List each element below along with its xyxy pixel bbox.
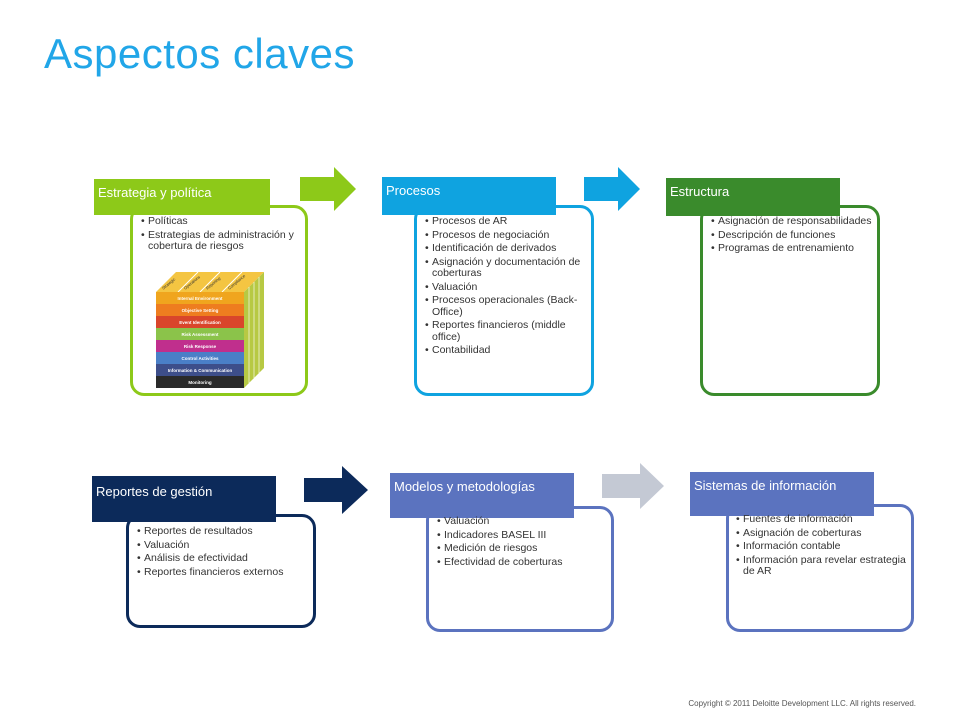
list-item: Asignación de coberturas — [736, 527, 908, 540]
tab-estrategia-label: Estrategia y política — [98, 185, 212, 200]
list-item: Indicadores BASEL III — [437, 529, 607, 542]
list-item: Estrategias de administración y cobertur… — [141, 229, 301, 253]
tab-estrategia: Estrategia y política — [94, 179, 270, 215]
tab-modelos-label: Modelos y metodologías — [394, 479, 535, 494]
cube-layer-label: Internal Environment — [177, 296, 223, 301]
copyright-footer: Copyright © 2011 Deloitte Development LL… — [688, 699, 916, 708]
cube-layer-label: Monitoring — [188, 380, 211, 385]
tab-procesos: Procesos — [382, 177, 556, 215]
list-item: Fuentes de información — [736, 513, 908, 526]
list-estrategia: Políticas Estrategias de administración … — [141, 215, 301, 255]
cube-layer-label: Event Identification — [179, 320, 221, 325]
list-item: Análisis de efectividad — [137, 552, 309, 565]
list-item: Procesos de AR — [425, 215, 587, 228]
list-item: Procesos operacionales (Back-Office) — [425, 294, 587, 318]
cube-layer-label: Risk Response — [184, 344, 217, 349]
cube-layer-label: Objective Setting — [182, 308, 219, 313]
list-item: Asignación de responsabilidades — [711, 215, 873, 228]
cube-layer-label: Information & Communication — [168, 368, 233, 373]
list-item: Reportes financieros (middle office) — [425, 319, 587, 343]
tab-estructura-label: Estructura — [670, 184, 730, 199]
list-modelos: Valuación Indicadores BASEL III Medición… — [437, 515, 607, 570]
list-item: Asignación y documentación de coberturas — [425, 256, 587, 280]
slide-title: Aspectos claves — [44, 30, 355, 77]
list-item: Procesos de negociación — [425, 229, 587, 242]
cube-layer-label: Risk Assessment — [181, 332, 219, 337]
list-estructura: Asignación de responsabilidades Descripc… — [711, 215, 873, 257]
list-item: Programas de entrenamiento — [711, 242, 873, 255]
tab-modelos: Modelos y metodologías — [390, 473, 574, 518]
list-item: Valuación — [425, 281, 587, 294]
list-item: Descripción de funciones — [711, 229, 873, 242]
arrow-right-icon — [300, 167, 356, 211]
list-procesos: Procesos de AR Procesos de negociación I… — [425, 215, 587, 359]
list-item: Medición de riesgos — [437, 542, 607, 555]
list-item: Efectividad de coberturas — [437, 556, 607, 569]
arrow-right-icon — [304, 466, 368, 514]
tab-reportes: Reportes de gestión — [92, 476, 276, 522]
cube-layer-label: Control Activities — [181, 356, 219, 361]
tab-sistemas-label: Sistemas de información — [694, 478, 837, 493]
arrow-right-icon — [584, 167, 640, 211]
list-item: Información contable — [736, 540, 908, 553]
arrow-right-icon — [602, 463, 664, 509]
list-reportes: Reportes de resultados Valuación Análisi… — [137, 525, 309, 580]
list-item: Reportes financieros externos — [137, 566, 309, 579]
tab-estructura: Estructura — [666, 178, 840, 216]
coso-cube-image: Strategic Operations Reporting Complianc… — [156, 271, 264, 388]
tab-procesos-label: Procesos — [386, 183, 441, 198]
tab-sistemas: Sistemas de información — [690, 472, 874, 516]
tab-reportes-label: Reportes de gestión — [96, 484, 213, 499]
list-item: Políticas — [141, 215, 301, 228]
list-item: Reportes de resultados — [137, 525, 309, 538]
list-item: Identificación de derivados — [425, 242, 587, 255]
list-item: Valuación — [137, 539, 309, 552]
list-sistemas: Fuentes de información Asignación de cob… — [736, 513, 908, 580]
list-item: Valuación — [437, 515, 607, 528]
list-item: Contabilidad — [425, 344, 587, 357]
list-item: Información para revelar estrategia de A… — [736, 554, 908, 578]
